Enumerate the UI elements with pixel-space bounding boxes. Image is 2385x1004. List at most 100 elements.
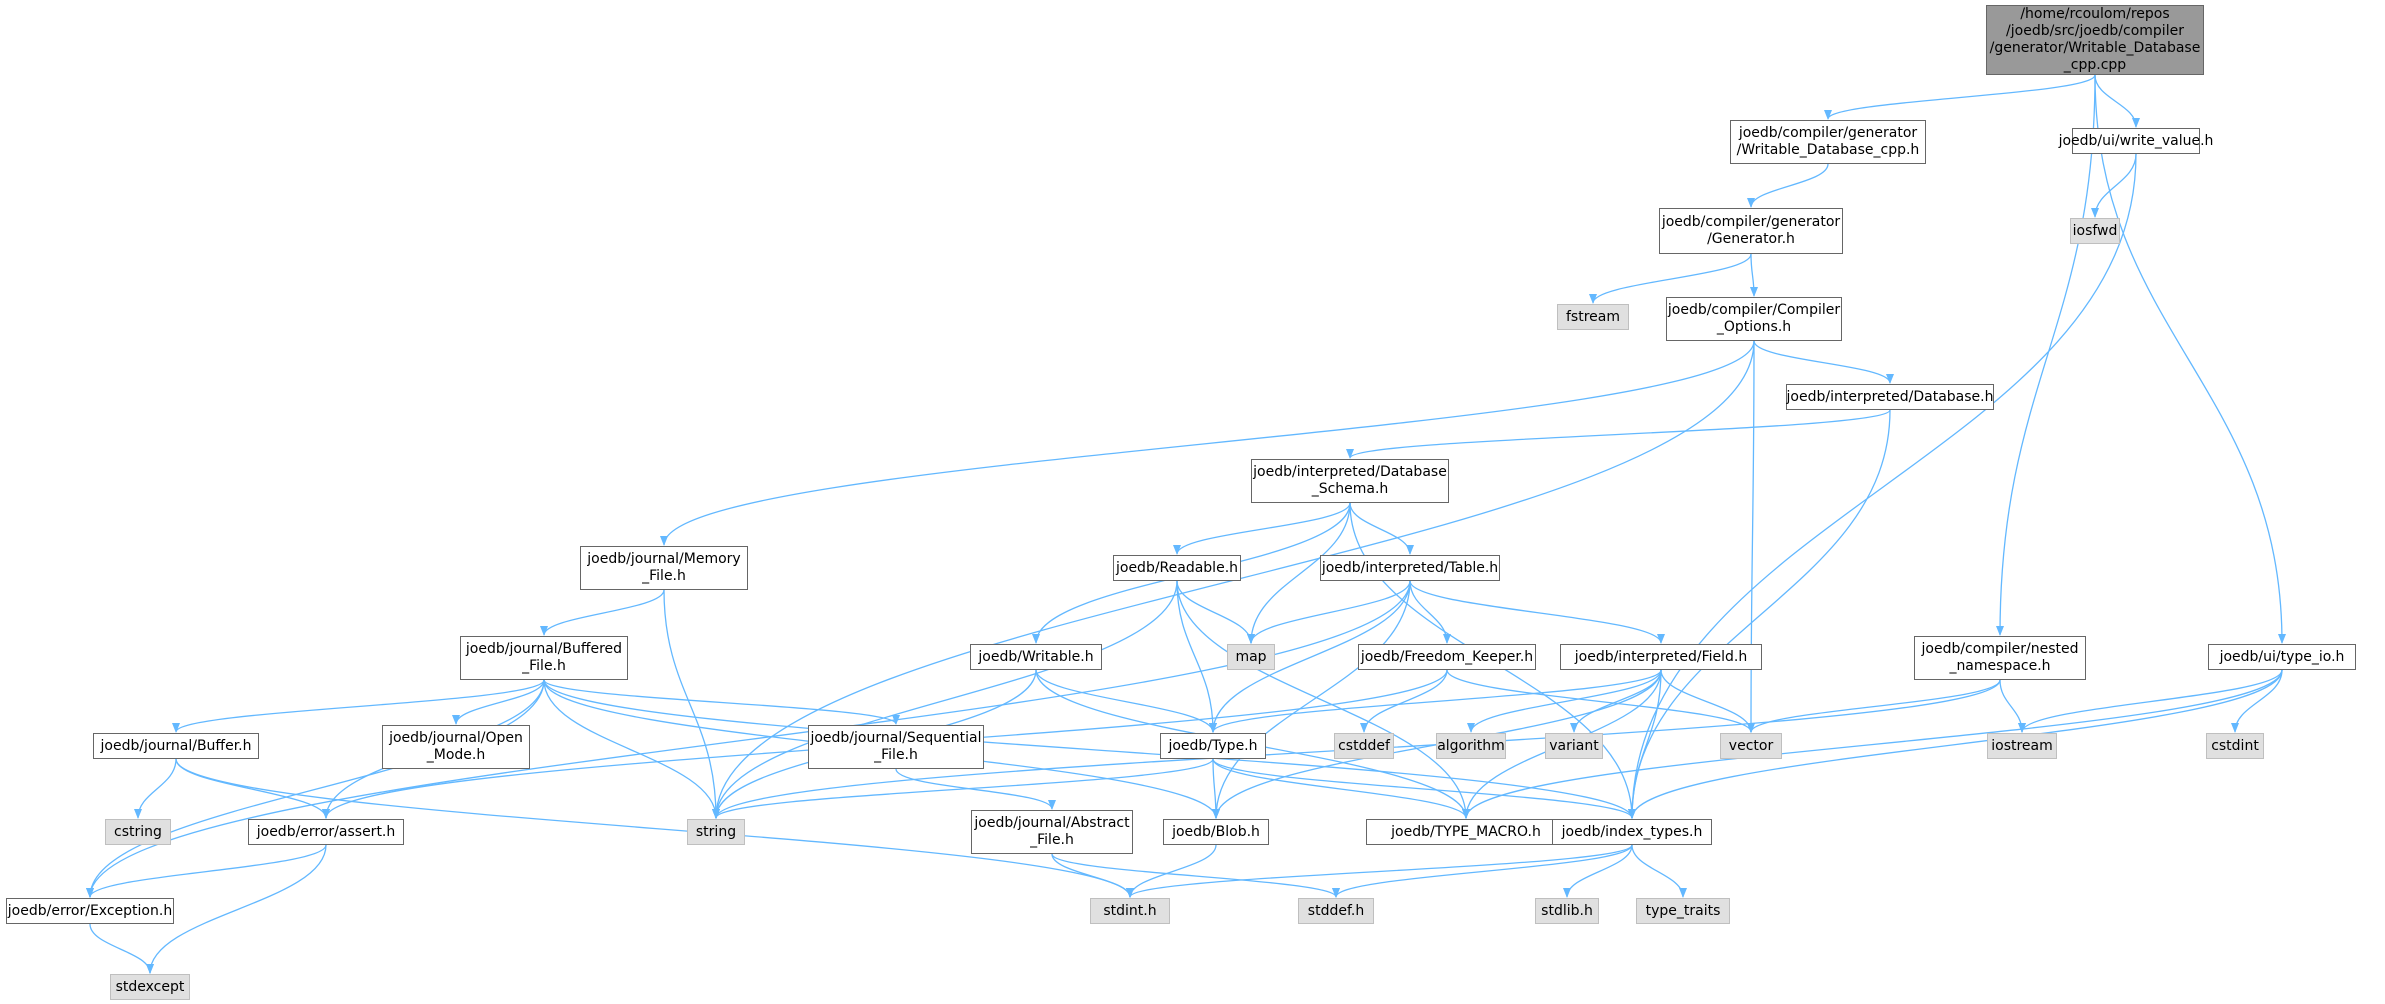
edge-table-to-type_h bbox=[1209, 580, 1411, 733]
edge-root-to-nested_ns bbox=[1996, 74, 2096, 636]
system-header-node-iosfwd: iosfwd bbox=[2070, 218, 2120, 244]
edge-nested_ns-to-vector bbox=[1747, 679, 2001, 733]
header-node-compiler-options[interactable]: joedb/compiler/Compiler_Options.h bbox=[1666, 297, 1842, 341]
header-node-assert[interactable]: joedb/error/assert.h bbox=[248, 819, 404, 845]
edge-exception-to-stdexcept bbox=[89, 923, 154, 974]
header-node-writable[interactable]: joedb/Writable.h bbox=[970, 644, 1102, 670]
edge-field-to-variant bbox=[1570, 669, 1662, 733]
edge-gen_wdb-to-generator bbox=[1747, 163, 1829, 208]
node-label-line: /Generator.h bbox=[1707, 231, 1795, 247]
edge-buffered_file-to-sequential_file bbox=[543, 679, 900, 725]
node-label-line: _namespace.h bbox=[1949, 658, 2051, 674]
node-label-line: _File.h bbox=[522, 658, 566, 674]
node-label-line: stdint.h bbox=[1103, 902, 1157, 919]
edge-type_h-to-string bbox=[712, 758, 1214, 819]
node-label-line: vector bbox=[1728, 737, 1774, 754]
header-node-field[interactable]: joedb/interpreted/Field.h bbox=[1560, 644, 1762, 670]
node-label-line: stddef.h bbox=[1307, 902, 1365, 919]
edge-generator-to-compiler_options bbox=[1749, 253, 1758, 297]
edge-write_value-to-index_types bbox=[1628, 153, 2137, 819]
header-node-readable[interactable]: joedb/Readable.h bbox=[1113, 555, 1241, 581]
node-label-line: _File.h bbox=[874, 747, 918, 763]
node-label-line: joedb/interpreted/Database.h bbox=[1786, 388, 1994, 405]
edge-type_io-to-iostream bbox=[2018, 669, 2283, 733]
system-header-node-variant: variant bbox=[1545, 733, 1603, 759]
edge-readable-to-map bbox=[1176, 580, 1255, 644]
edge-buffer-to-cstring bbox=[134, 758, 177, 819]
edge-type_io-to-index_types bbox=[1628, 669, 2283, 819]
node-label-line: map bbox=[1235, 648, 1267, 665]
edge-index_types-to-stdlib bbox=[1563, 844, 1633, 898]
edge-type_io-to-cstdint bbox=[2231, 669, 2283, 733]
node-label-line: iosfwd bbox=[2072, 222, 2118, 239]
header-node-exception[interactable]: joedb/error/Exception.h bbox=[6, 898, 174, 924]
header-node-index-types[interactable]: joedb/index_types.h bbox=[1552, 819, 1712, 845]
edge-index_types-to-stdint bbox=[1126, 844, 1633, 898]
edge-type_io-to-type_macro bbox=[1462, 669, 2283, 819]
system-header-node-algorithm: algorithm bbox=[1436, 733, 1506, 759]
node-label-line: joedb/Writable.h bbox=[978, 648, 1094, 665]
header-node-buffer[interactable]: joedb/journal/Buffer.h bbox=[93, 733, 259, 759]
node-label-line: _Options.h bbox=[1716, 319, 1792, 335]
header-node-root: /home/rcoulom/repos/joedb/src/joedb/comp… bbox=[1986, 5, 2204, 75]
node-label-line: joedb/error/assert.h bbox=[256, 823, 396, 840]
header-node-abstract-file[interactable]: joedb/journal/Abstract_File.h bbox=[971, 810, 1133, 854]
node-label-line: joedb/TYPE_MACRO.h bbox=[1391, 823, 1541, 840]
node-label-line: joedb/interpreted/Table.h bbox=[1321, 559, 1499, 576]
node-label-line: string bbox=[695, 823, 737, 840]
node-label-line: fstream bbox=[1566, 308, 1620, 325]
edge-generator-to-fstream bbox=[1589, 253, 1752, 304]
node-label-line: joedb/error/Exception.h bbox=[7, 902, 173, 919]
edge-table-to-field bbox=[1409, 580, 1665, 644]
node-label-line: type_traits bbox=[1645, 902, 1721, 919]
header-node-blob[interactable]: joedb/Blob.h bbox=[1163, 819, 1269, 845]
edge-type_h-to-type_macro bbox=[1212, 758, 1470, 819]
edge-db_schema-to-map bbox=[1247, 502, 1351, 644]
header-node-sequential-file[interactable]: joedb/journal/Sequential_File.h bbox=[808, 725, 984, 769]
edge-buffered_file-to-string bbox=[543, 679, 720, 819]
edge-database-to-index_types bbox=[1628, 409, 1891, 819]
edge-readable-to-type_h bbox=[1176, 580, 1217, 733]
node-label-line: joedb/journal/Memory bbox=[587, 551, 741, 567]
header-node-database[interactable]: joedb/interpreted/Database.h bbox=[1786, 384, 1994, 410]
header-node-freedom-keeper[interactable]: joedb/Freedom_Keeper.h bbox=[1358, 644, 1536, 670]
header-node-nested-ns[interactable]: joedb/compiler/nested_namespace.h bbox=[1914, 636, 2086, 680]
node-label-line: joedb/ui/type_io.h bbox=[2219, 648, 2345, 665]
edge-field-to-algorithm bbox=[1467, 669, 1662, 733]
node-label-line: cstring bbox=[114, 823, 162, 840]
system-header-node-map: map bbox=[1227, 644, 1275, 670]
header-node-open-mode[interactable]: joedb/journal/Open_Mode.h bbox=[382, 725, 530, 769]
header-node-type-io[interactable]: joedb/ui/type_io.h bbox=[2208, 644, 2356, 670]
header-node-db-schema[interactable]: joedb/interpreted/Database_Schema.h bbox=[1251, 459, 1449, 503]
edge-readable-to-string bbox=[712, 580, 1178, 819]
node-label-line: /Writable_Database_cpp.h bbox=[1736, 142, 1920, 158]
edge-buffer-to-stdint bbox=[175, 758, 1134, 898]
edge-buffered_file-to-exception bbox=[86, 679, 545, 898]
node-label-line: joedb/Blob.h bbox=[1172, 823, 1260, 840]
node-label-line: _File.h bbox=[642, 568, 686, 584]
edge-writable-to-type_h bbox=[1035, 669, 1217, 733]
header-node-memory-file[interactable]: joedb/journal/Memory_File.h bbox=[580, 546, 748, 590]
system-header-node-cstdint: cstdint bbox=[2206, 733, 2264, 759]
header-node-generator[interactable]: joedb/compiler/generator/Generator.h bbox=[1659, 208, 1843, 254]
system-header-node-type-traits: type_traits bbox=[1636, 898, 1730, 924]
header-node-type-macro[interactable]: joedb/TYPE_MACRO.h bbox=[1366, 819, 1566, 845]
header-node-gen-wdb[interactable]: joedb/compiler/generator/Writable_Databa… bbox=[1730, 120, 1926, 164]
node-label-line: _cpp.cpp bbox=[2063, 57, 2127, 73]
header-node-buffered-file[interactable]: joedb/journal/Buffered_File.h bbox=[460, 636, 628, 680]
edge-field-to-index_types bbox=[1628, 669, 1662, 819]
edge-assert-to-stdexcept bbox=[146, 844, 327, 974]
edge-buffered_file-to-open_mode bbox=[452, 679, 545, 725]
node-label-line: joedb/compiler/Compiler bbox=[1667, 302, 1841, 318]
node-label-line: stdlib.h bbox=[1541, 902, 1593, 919]
header-node-table[interactable]: joedb/interpreted/Table.h bbox=[1320, 555, 1500, 581]
system-header-node-iostream: iostream bbox=[1987, 733, 2057, 759]
header-node-write-value[interactable]: joedb/ui/write_value.h bbox=[2059, 128, 2213, 154]
header-node-type-h[interactable]: joedb/Type.h bbox=[1160, 733, 1266, 759]
edge-freedom_keeper-to-cstddef bbox=[1360, 669, 1448, 733]
system-header-node-stdexcept: stdexcept bbox=[110, 974, 190, 1000]
node-label-line: /generator/Writable_Database bbox=[1989, 40, 2201, 56]
edge-sequential_file-to-abstract_file bbox=[895, 768, 1056, 810]
node-label-line: _Mode.h bbox=[426, 747, 486, 763]
